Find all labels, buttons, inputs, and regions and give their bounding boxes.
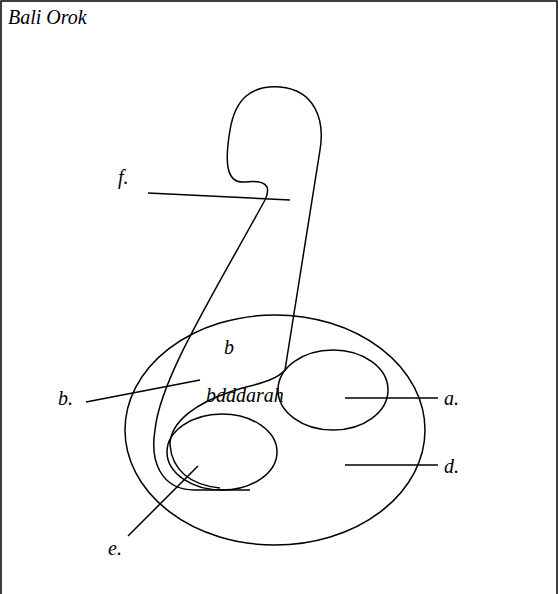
leader-line [128, 466, 198, 536]
part-label: a. [444, 387, 459, 409]
outer-ellipse [125, 315, 425, 545]
part-label: e. [108, 537, 122, 559]
part-label: bdddarah [206, 384, 284, 406]
part-label: f. [118, 166, 129, 188]
part-label: b [224, 336, 234, 358]
leader-line [148, 193, 290, 200]
ellipse-e [167, 414, 277, 490]
stalk-outline [154, 87, 321, 490]
part-label: d. [444, 455, 459, 477]
title: Bali Orok [8, 6, 87, 28]
leader-line [345, 464, 438, 466]
part-label: b. [58, 387, 73, 409]
leader-line [86, 380, 200, 402]
leader-line [345, 397, 438, 399]
ellipse-a [278, 350, 388, 430]
